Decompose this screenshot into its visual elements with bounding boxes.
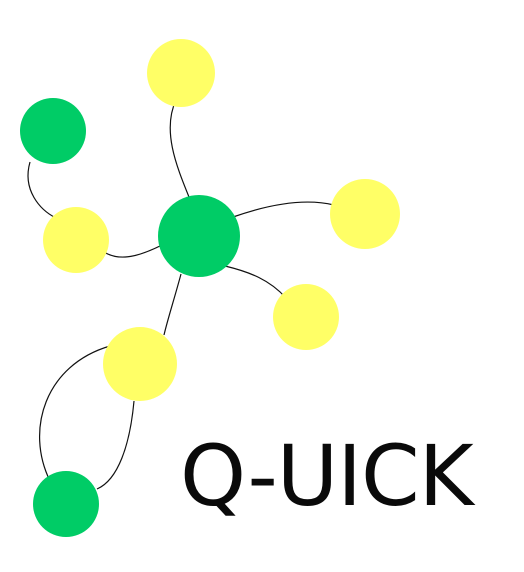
node-right-yellow xyxy=(330,179,400,249)
edge-hub-right xyxy=(232,201,335,218)
edge-hub-lower xyxy=(163,273,182,336)
node-top-yellow xyxy=(147,39,215,107)
edge-topleft-left xyxy=(27,161,57,219)
graph-edges xyxy=(27,99,335,490)
node-hub-green xyxy=(158,195,240,277)
node-bottom-green xyxy=(33,471,99,537)
edge-hub-lowerright xyxy=(224,265,287,299)
node-lower-yellow xyxy=(103,327,177,401)
edge-hub-top xyxy=(169,99,190,198)
edge-lower-bottom-left xyxy=(38,345,111,482)
graph-nodes xyxy=(20,39,400,537)
edge-hub-left xyxy=(103,244,163,258)
edge-lower-bottom-right xyxy=(96,400,135,490)
node-topleft-green xyxy=(20,98,86,164)
logo-wordmark: Q-UICK xyxy=(180,427,474,525)
node-left-yellow xyxy=(43,207,109,273)
node-lowerright-yellow xyxy=(273,284,339,350)
